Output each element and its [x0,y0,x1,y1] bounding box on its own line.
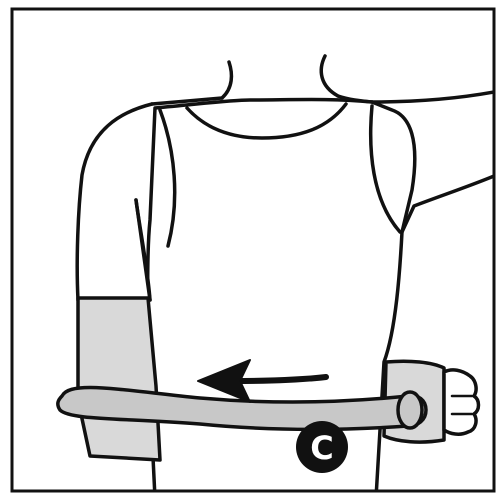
torso [148,100,415,499]
step-badge-label: C [310,429,333,467]
hand [444,370,479,434]
left-forearm-pad [78,298,160,460]
strap-buckle [398,392,422,428]
